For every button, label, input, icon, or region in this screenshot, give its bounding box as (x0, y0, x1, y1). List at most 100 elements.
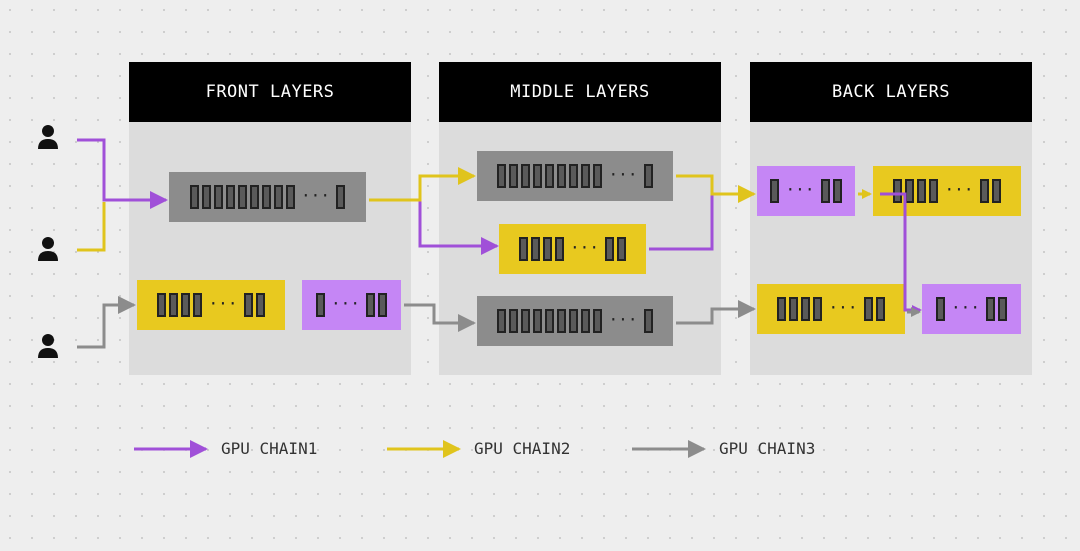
layer-cell (255, 293, 265, 317)
layer-cell (770, 179, 780, 203)
layer-cell (237, 185, 247, 209)
chain2-arrow-front-to-middle (369, 167, 476, 202)
layer-cell (643, 309, 653, 333)
layer-cell (554, 237, 564, 261)
back-yellow-top-block: ··· (873, 166, 1021, 216)
layer-cell (893, 179, 903, 203)
ellipsis: ··· (951, 297, 980, 317)
layer-cell (378, 293, 388, 317)
layer-cell (979, 179, 989, 203)
layer-cell (509, 309, 519, 333)
layer-cell (605, 237, 615, 261)
layer-cell (225, 185, 235, 209)
layer-cell (593, 309, 603, 333)
layer-cell (777, 297, 787, 321)
layer-cell (929, 179, 939, 203)
ellipsis: ··· (785, 179, 815, 199)
chain1-arrow-back-internal (880, 192, 922, 315)
middle-gray-top-block: ··· (477, 151, 673, 201)
front-layers-title: FRONT LAYERS (129, 62, 411, 122)
layer-cell (336, 185, 346, 209)
layer-cell (273, 185, 283, 209)
back-purple-top-block: ··· (757, 166, 855, 216)
layer-cell (820, 179, 830, 203)
layer-cell (243, 293, 253, 317)
ellipsis: ··· (301, 185, 330, 205)
layer-cell (315, 293, 325, 317)
layer-cell (917, 179, 927, 203)
layer-cell (497, 309, 507, 333)
layer-cell (557, 164, 567, 188)
middle-gray-bottom-block: ··· (477, 296, 673, 346)
layer-cell (998, 297, 1008, 321)
layer-cell (157, 293, 167, 317)
ellipsis: ··· (608, 309, 638, 329)
layer-cell (201, 185, 211, 209)
layer-cell (832, 179, 842, 203)
layer-cell (545, 309, 555, 333)
layer-cell (542, 237, 552, 261)
layer-cell (366, 293, 376, 317)
ellipsis: ··· (608, 164, 638, 184)
layer-cell (509, 164, 519, 188)
chain2-arrow-user-to-front (77, 202, 106, 252)
middle-layers-title: MIDDLE LAYERS (439, 62, 721, 122)
layer-cell (213, 185, 223, 209)
layer-cell (617, 237, 627, 261)
layer-cell (991, 179, 1001, 203)
chain1-arrow-user-to-front (77, 138, 168, 209)
ellipsis: ··· (208, 293, 238, 313)
middle-yellow-block: ··· (499, 224, 646, 274)
layer-cell (249, 185, 259, 209)
layer-cell (521, 164, 531, 188)
layer-cell (863, 297, 873, 321)
layer-cell (905, 179, 915, 203)
layer-cell (935, 297, 945, 321)
layer-cell (557, 309, 567, 333)
layer-cell (285, 185, 295, 209)
layer-cell (986, 297, 996, 321)
layer-cell (521, 309, 531, 333)
user-icon (38, 237, 58, 261)
layer-cell (581, 164, 591, 188)
user-icon (38, 125, 58, 149)
layer-cell (181, 293, 191, 317)
chain2-arrow-middle-to-back (676, 174, 756, 203)
layer-cell (801, 297, 811, 321)
layer-cell (593, 164, 603, 188)
layer-cell (261, 185, 271, 209)
ellipsis: ··· (331, 293, 360, 313)
ellipsis: ··· (570, 237, 599, 257)
layer-cell (569, 309, 579, 333)
layer-cell (193, 293, 203, 317)
legend-chain2-label: GPU CHAIN2 (474, 439, 571, 458)
layer-cell (813, 297, 823, 321)
chain1-arrow-front-to-middle (369, 198, 499, 255)
layer-cell (545, 164, 555, 188)
ellipsis: ··· (828, 297, 858, 317)
layer-cell (643, 164, 653, 188)
back-layers-title: BACK LAYERS (750, 62, 1032, 122)
legend-chain1-label: GPU CHAIN1 (221, 439, 318, 458)
front-yellow-block: ··· (137, 280, 285, 330)
legend-chain3-label: GPU CHAIN3 (719, 439, 816, 458)
layer-cell (789, 297, 799, 321)
layer-cell (530, 237, 540, 261)
ellipsis: ··· (944, 179, 974, 199)
chain1-arrow-middle-to-back (649, 195, 714, 251)
layer-cell (518, 237, 528, 261)
layer-cell (533, 164, 543, 188)
layer-cell (569, 164, 579, 188)
chain3-arrow-front-to-middle (404, 303, 476, 332)
front-gray-block: ··· (169, 172, 366, 222)
front-purple-block: ··· (302, 280, 401, 330)
layer-cell (497, 164, 507, 188)
user-icon (38, 334, 58, 358)
chain3-arrow-middle-to-back (676, 300, 756, 325)
layer-cell (533, 309, 543, 333)
back-yellow-bottom-block: ··· (757, 284, 905, 334)
back-purple-bottom-block: ··· (922, 284, 1021, 334)
layer-cell (169, 293, 179, 317)
